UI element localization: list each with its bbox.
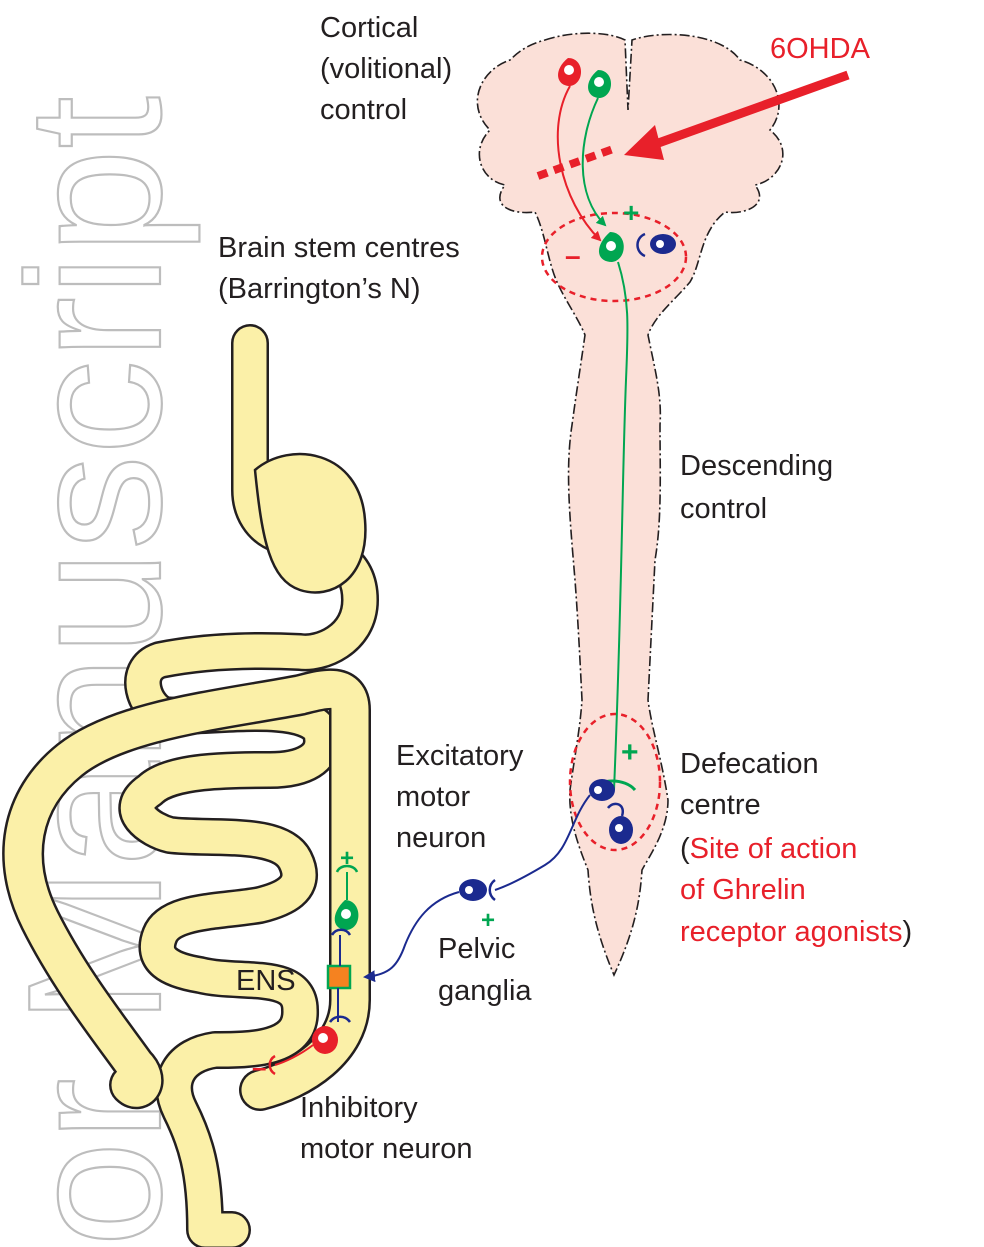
inhibitory-label-line2: motor neuron (300, 1133, 473, 1165)
pelvic-plus-sign: + (481, 907, 495, 934)
pelvic-label-line1: Pelvic (438, 933, 515, 965)
inhibitory-label-line1: Inhibitory (300, 1092, 418, 1124)
ens-square-icon (328, 966, 350, 988)
cortical-label-line2: (volitional) (320, 53, 452, 85)
neuron-cell-icon (459, 879, 487, 901)
excitatory-label-line1: Excitatory (396, 740, 524, 772)
brainstem-label-line2: (Barrington’s N) (218, 273, 421, 305)
neuron-cell-icon (589, 779, 615, 801)
brainstem-minus-sign: – (565, 240, 581, 271)
ens-label: ENS (236, 965, 296, 997)
synapse-terminal-icon (490, 880, 495, 900)
brainstem-label-line1: Brain stem centres (218, 232, 460, 264)
defecation-label-line1: Defecation (680, 748, 819, 780)
defecation-label-line3: (Site of action (680, 833, 857, 865)
cortical-label-line1: Cortical (320, 12, 418, 44)
defecation-plus-sign: + (621, 736, 639, 769)
defecation-label-line2: centre (680, 789, 761, 821)
cortical-label-line3: control (320, 94, 407, 126)
pelvic-label-line2: ganglia (438, 975, 532, 1007)
descending-label-line1: Descending (680, 450, 833, 482)
excitatory-label-line3: neuron (396, 822, 486, 854)
gut-plus-sign: + (340, 845, 354, 872)
defecation-label-line5: receptor agonists) (680, 916, 912, 948)
lesion-label: 6OHDA (770, 33, 871, 65)
brainstem-plus-sign: + (623, 197, 639, 228)
inhibitory-minus-sign: – (252, 1052, 266, 1082)
excitatory-label-line2: motor (396, 781, 470, 813)
descending-label-line2: control (680, 493, 767, 525)
neuron-cell-icon (312, 1026, 338, 1054)
defecation-label-line4: of Ghrelin (680, 874, 806, 906)
